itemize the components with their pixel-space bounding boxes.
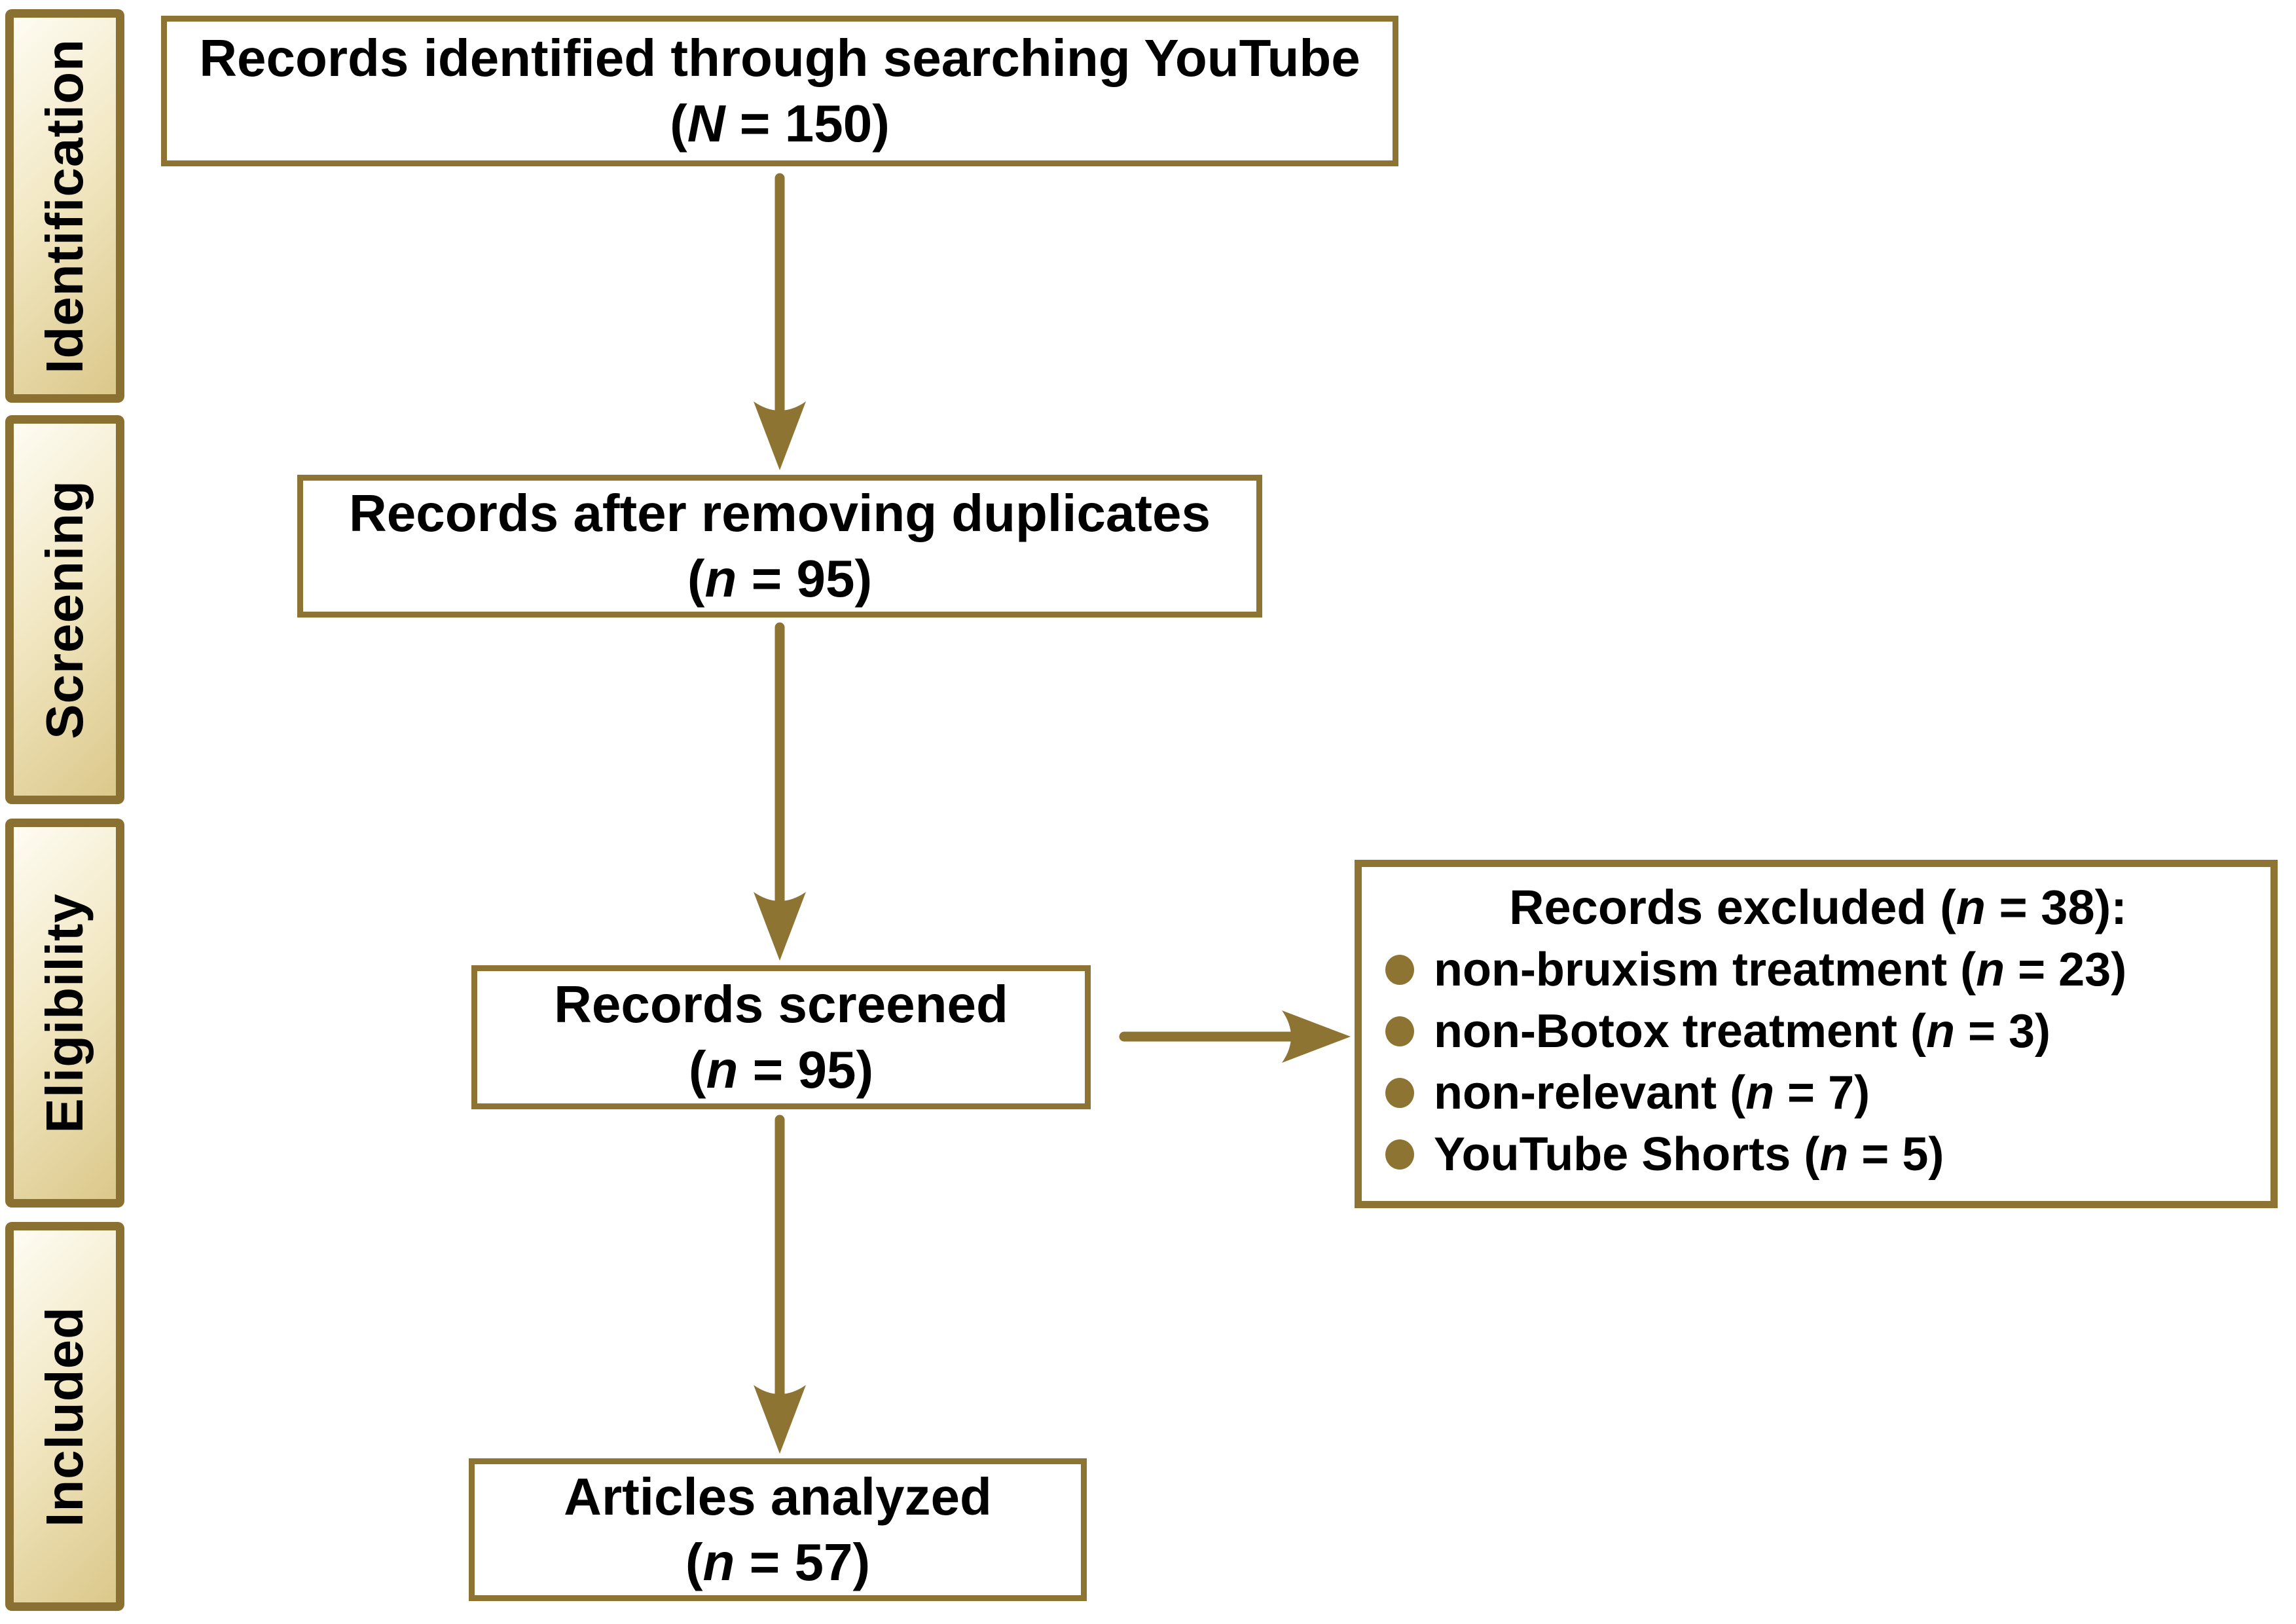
variable-symbol: N <box>687 94 725 153</box>
variable-symbol: n <box>706 1041 738 1099</box>
variable-symbol: n <box>1956 880 1986 934</box>
box-records-deduplicated: Records after removing duplicates (n = 9… <box>297 475 1262 618</box>
box-records-excluded: Records excluded (n = 38): non-bruxism t… <box>1355 860 2278 1208</box>
variable-symbol: n <box>1819 1128 1849 1181</box>
variable-symbol: n <box>702 1533 735 1591</box>
box-records-screened-count: (n = 95) <box>689 1037 873 1103</box>
count-value: = 95) <box>738 1041 874 1099</box>
down-arrow-icon <box>754 173 806 470</box>
box-articles-analyzed-text: Articles analyzed <box>564 1467 992 1526</box>
stage-identification: Identification <box>5 9 124 403</box>
count-value: = 57) <box>735 1533 871 1591</box>
box-records-deduplicated-count: (n = 95) <box>687 546 872 612</box>
down-arrow-icon <box>754 622 806 961</box>
stage-screening-label: Screening <box>35 480 94 739</box>
bullet-icon <box>1385 1077 1414 1108</box>
right-arrow-icon <box>1119 1010 1351 1063</box>
stage-screening: Screening <box>5 415 124 804</box>
box-records-identified-text: Records identified through searching You… <box>199 29 1360 87</box>
excluded-item-text: non-Botox treatment (n = 3) <box>1434 1005 2051 1058</box>
excluded-item-youtube-shorts: YouTube Shorts (n = 5) <box>1385 1131 2251 1178</box>
records-excluded-list: non-bruxism treatment (n = 23) non-Botox… <box>1385 946 2251 1178</box>
records-excluded-title: Records excluded (n = 38): <box>1509 880 2127 934</box>
excluded-item-non-relevant: non-relevant (n = 7) <box>1385 1069 2251 1116</box>
stage-included: Included <box>5 1222 124 1611</box>
stage-identification-label: Identification <box>35 38 94 374</box>
box-records-identified: Records identified through searching You… <box>161 16 1398 166</box>
excluded-item-text: non-relevant (n = 7) <box>1434 1066 1870 1119</box>
paren-open: ( <box>687 549 705 608</box>
bullet-icon <box>1385 1139 1414 1170</box>
box-records-deduplicated-text: Records after removing duplicates <box>349 484 1211 542</box>
paren-open: ( <box>688 1041 706 1099</box>
count-value: = 95) <box>737 549 873 608</box>
box-articles-analyzed: Articles analyzed (n = 57) <box>469 1458 1087 1601</box>
bullet-icon <box>1385 1016 1414 1046</box>
stage-included-label: Included <box>35 1306 94 1527</box>
paren-open: ( <box>685 1533 703 1591</box>
paren-open: ( <box>670 94 687 153</box>
box-records-identified-count: (N = 150) <box>670 91 890 157</box>
box-records-screened-text: Records screened <box>554 975 1008 1033</box>
stage-eligibility: Eligibility <box>5 819 124 1208</box>
bullet-icon <box>1385 954 1414 985</box>
box-articles-analyzed-count: (n = 57) <box>685 1530 870 1595</box>
excluded-item-non-botox: non-Botox treatment (n = 3) <box>1385 1008 2251 1055</box>
variable-symbol: n <box>1745 1066 1775 1119</box>
count-value: = 150) <box>725 94 890 153</box>
variable-symbol: n <box>1976 943 2005 996</box>
variable-symbol: n <box>704 549 737 608</box>
down-arrow-icon <box>754 1115 806 1454</box>
variable-symbol: n <box>1925 1005 1955 1058</box>
box-records-screened: Records screened (n = 95) <box>471 965 1091 1109</box>
stage-eligibility-label: Eligibility <box>35 893 94 1134</box>
excluded-item-non-bruxism: non-bruxism treatment (n = 23) <box>1385 946 2251 993</box>
excluded-item-text: non-bruxism treatment (n = 23) <box>1434 943 2127 996</box>
excluded-item-text: YouTube Shorts (n = 5) <box>1434 1128 1944 1181</box>
